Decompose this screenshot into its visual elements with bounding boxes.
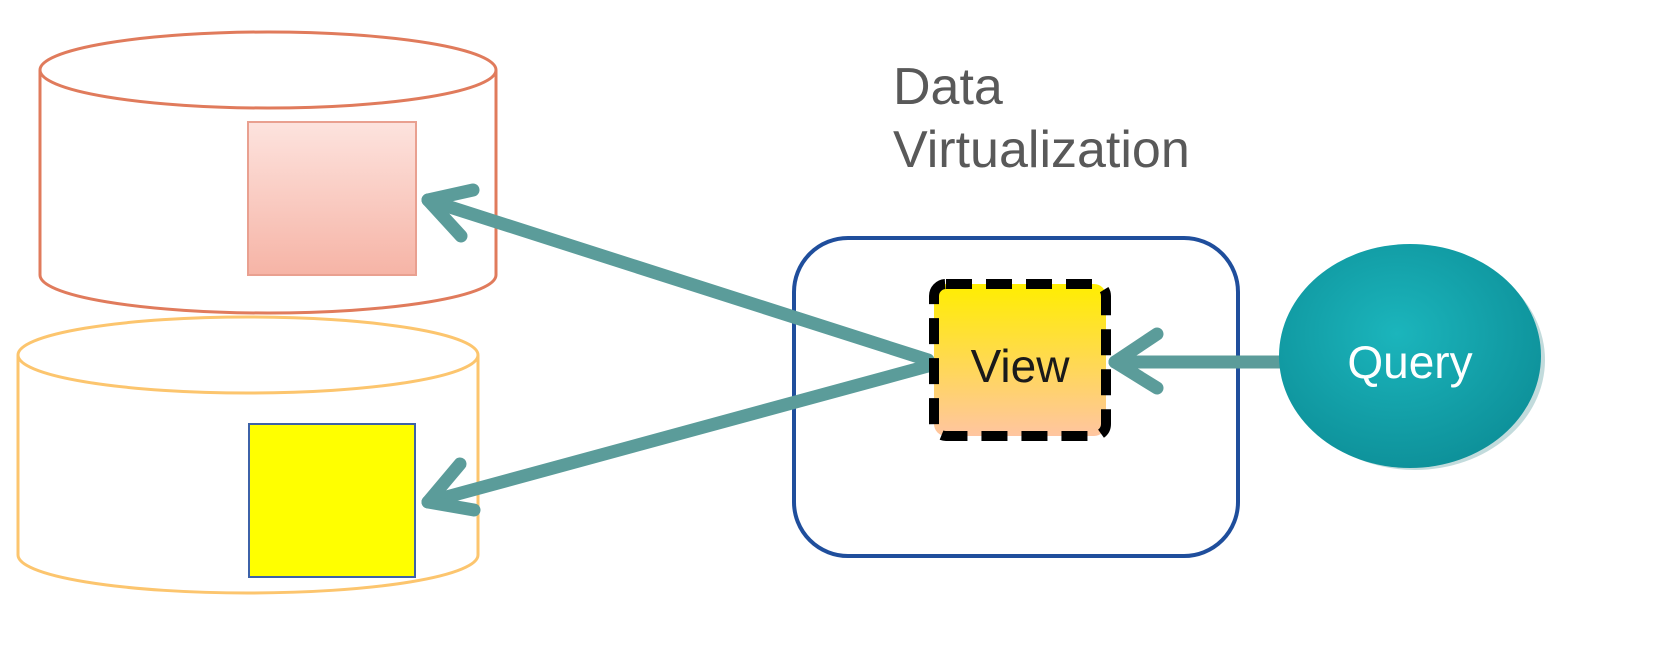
view-label: View — [971, 340, 1071, 392]
query-ellipse — [1279, 244, 1541, 468]
arrowhead-top-table — [421, 183, 480, 243]
arrowhead-view — [1108, 327, 1164, 395]
database-top-table — [247, 121, 417, 276]
title-line-1: Data — [893, 58, 1003, 116]
arrow-view-to-top-table — [421, 193, 935, 367]
title-line-2: Virtualization — [893, 121, 1190, 179]
database-bottom-lid — [16, 315, 480, 395]
source-database-top — [38, 30, 498, 315]
view-node: View — [929, 279, 1111, 441]
database-bottom-table — [248, 423, 416, 578]
arrowhead-bottom-table — [421, 457, 481, 517]
view-box — [929, 279, 1111, 441]
arrow-view-to-bottom-table — [421, 359, 935, 509]
query-node: Query — [1279, 244, 1545, 470]
database-top-lid — [38, 30, 498, 110]
arrows — [421, 183, 1287, 517]
source-database-bottom — [16, 315, 480, 595]
query-label: Query — [1347, 336, 1472, 388]
